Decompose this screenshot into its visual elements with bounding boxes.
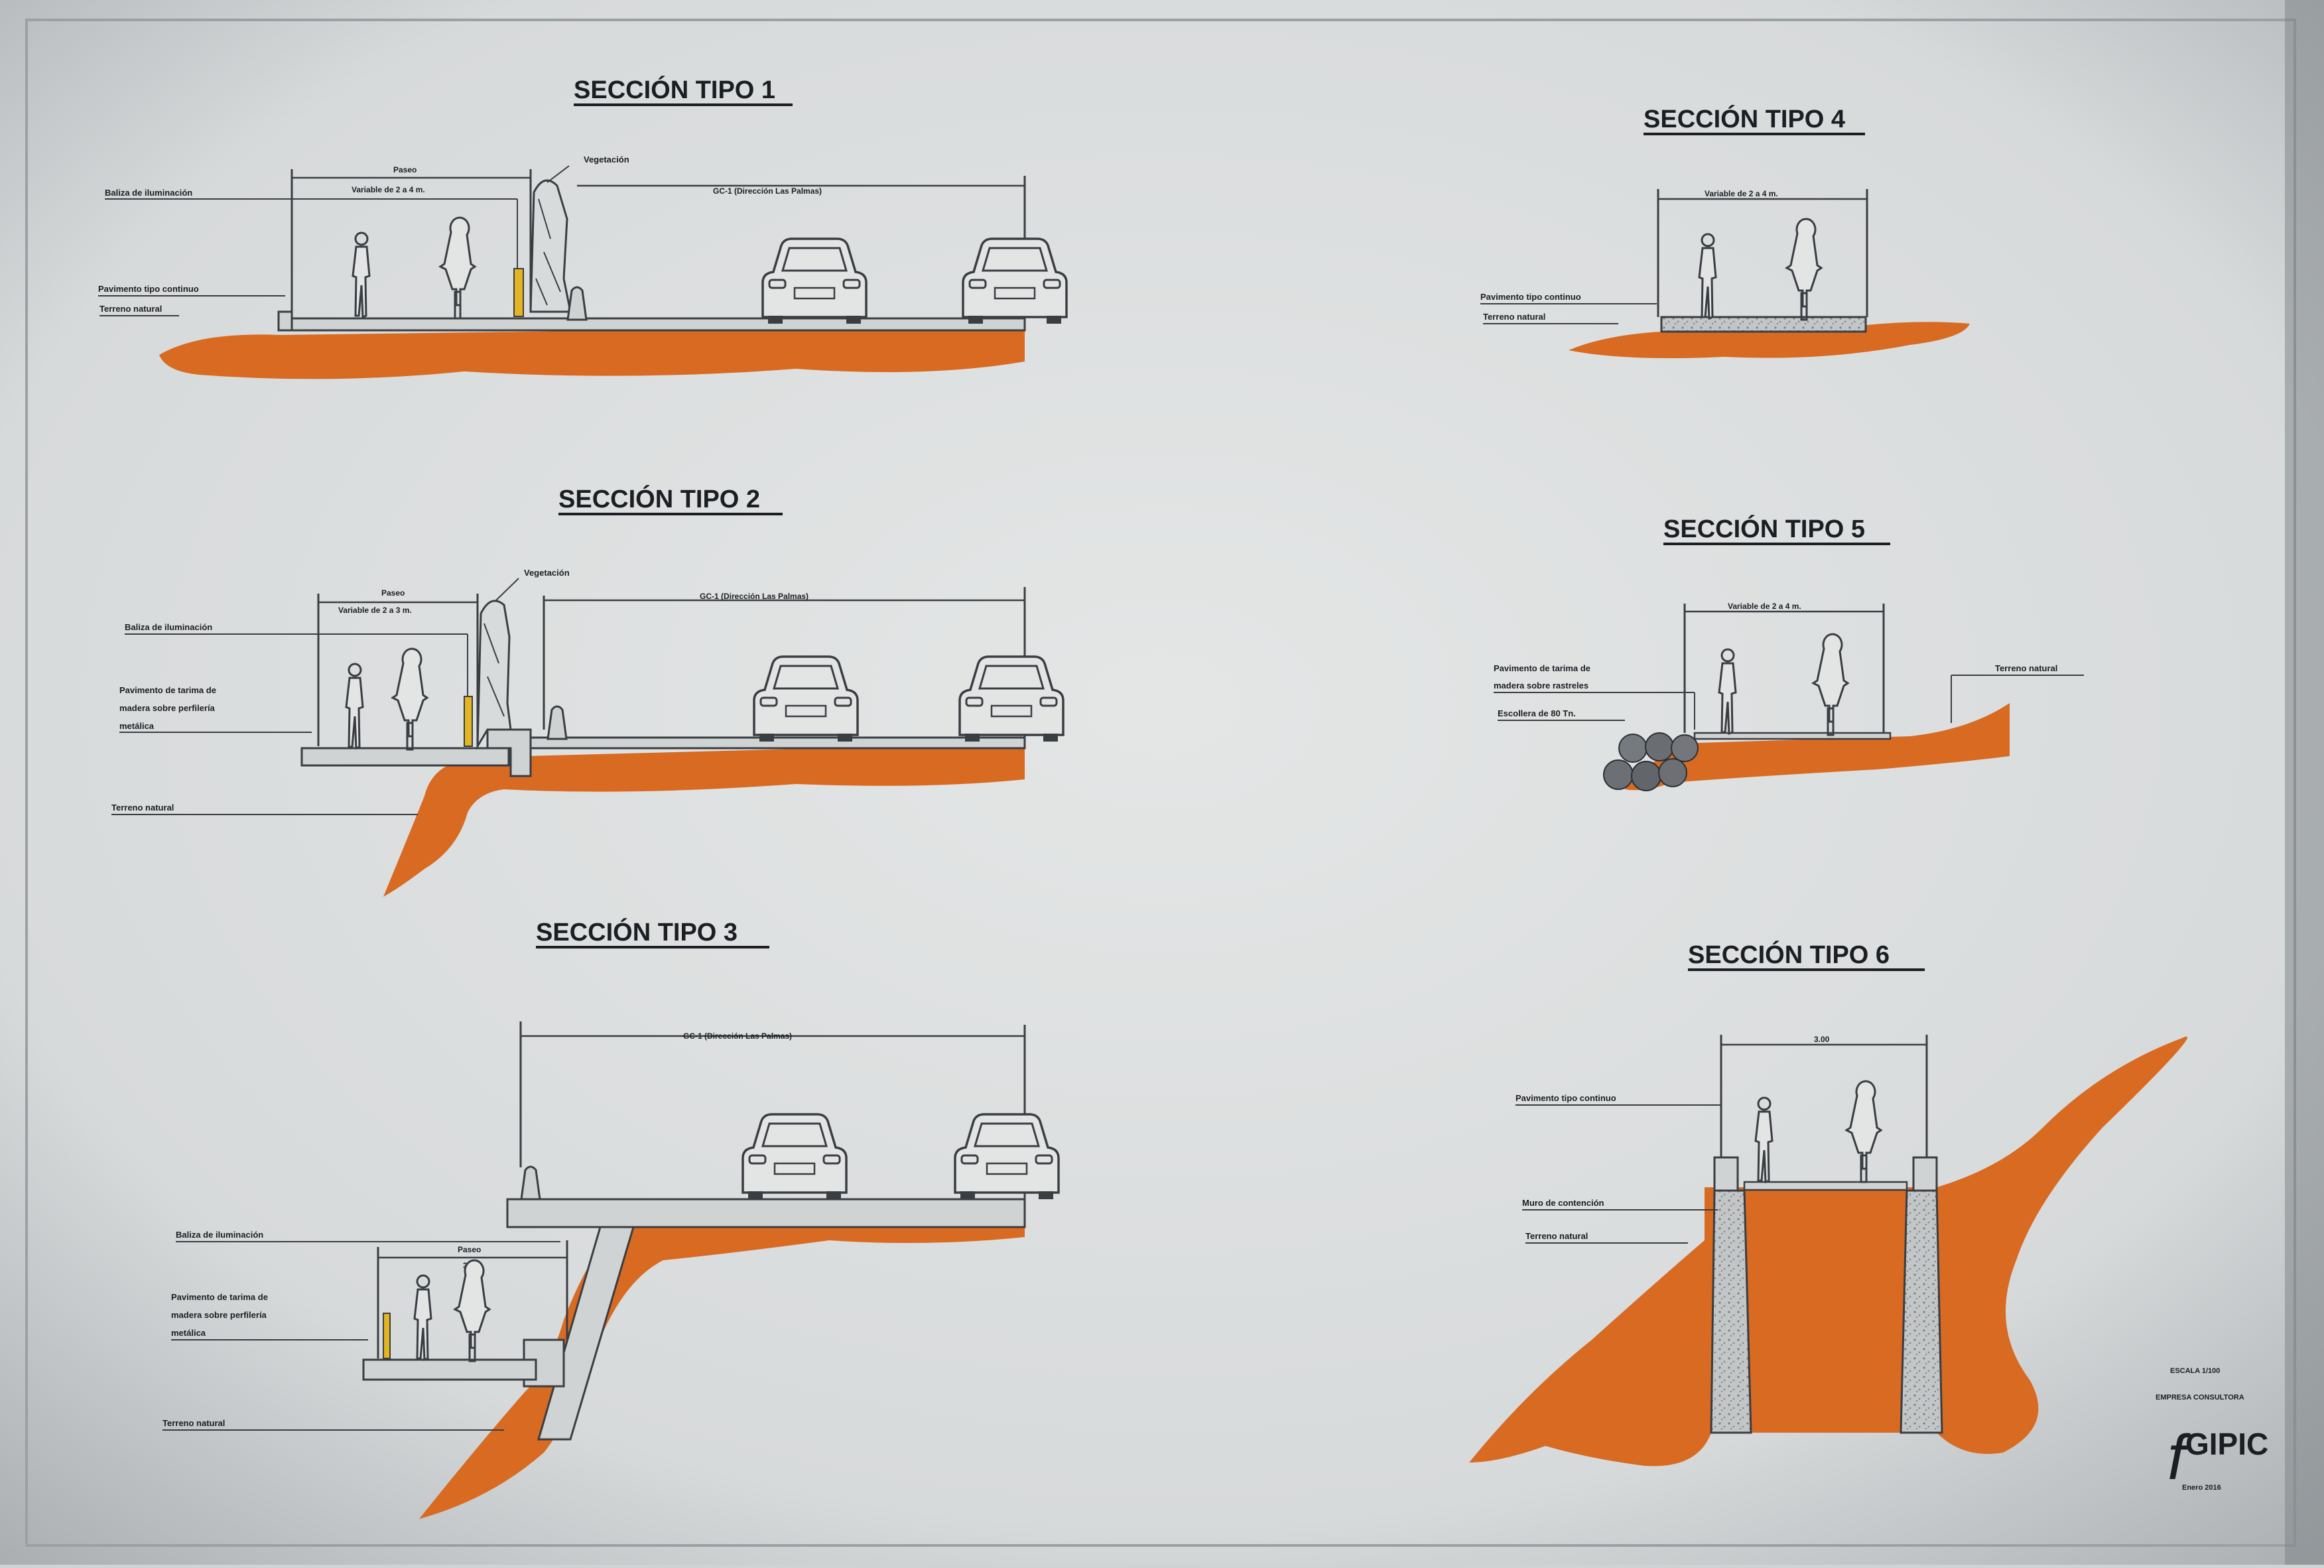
section-6-wall-label: Muro de contención [1522,1198,1604,1208]
section-1-ground-label: Terreno natural [99,304,162,314]
company-logo: GIPIC [2185,1427,2268,1461]
section-5-ground-label: Terreno natural [1995,663,2057,673]
section-1-ground [159,325,1025,379]
section-3-road-label: GC-1 (Dirección Las Palmas) [683,1031,792,1041]
section-6-ground-label: Terreno natural [1525,1231,1588,1241]
section-3-pavement-label-2: madera sobre perfilería [171,1310,267,1320]
section-1-pavement-slab [277,317,1026,332]
section-2-road-label: GC-1 (Dirección Las Palmas) [700,592,808,601]
section-2-vegetation-label: Vegetación [524,568,570,578]
scale-label: ESCALA 1/100 [2170,1367,2220,1375]
section-2-width-label: Variable de 2 a 3 m. [338,606,412,615]
section-3-road-slab [506,1198,1026,1228]
section-5-riprap-label: Escollera de 80 Tn. [1498,708,1576,718]
section-1-width-label: Variable de 2 a 4 m. [352,185,425,194]
section-2-deck [300,747,510,767]
section-2-lamp-label: Baliza de iluminación [125,622,212,632]
section-2-title: SECCIÓN TIPO 2 [558,484,760,513]
section-5-riprap [1603,732,1699,791]
section-5-pavement-label-1: Pavimento de tarima de [1494,663,1590,673]
section-2-road-slab [529,736,1026,750]
section-1-lamp-label: Baliza de iluminación [105,188,192,198]
section-4-pavement [1660,316,1867,333]
section-2-pavement-label-1: Pavimento de tarima de [119,685,216,695]
section-4-title: SECCIÓN TIPO 4 [1644,104,1845,133]
section-2-paseo-label: Paseo [381,588,405,598]
section-4-width-label: Variable de 2 a 4 m. [1705,189,1778,198]
section-2-ground-label: Terreno natural [111,803,174,813]
section-3-ground [419,1201,1025,1519]
section-5-width-label: Variable de 2 a 4 m. [1728,602,1801,611]
section-6-width-label: 3.00 [1814,1035,1830,1044]
section-2-vegetation [476,600,512,750]
section-6-pavement [1743,1181,1908,1191]
section-1-pavement-label: Pavimento tipo continuo [98,284,199,294]
section-5-title: SECCIÓN TIPO 5 [1663,514,1865,543]
section-6-title: SECCIÓN TIPO 6 [1688,940,1890,969]
section-4-pavement-label: Pavimento tipo continuo [1480,292,1581,302]
section-6-ground [1469,1036,2187,1467]
section-6-right-wall [1900,1189,1943,1434]
section-3-paseo-label: Paseo [458,1245,481,1254]
section-2-ground [383,743,1025,897]
sheet-edge-shadow [2285,0,2324,1565]
section-type-1: SECCIÓN TIPO 1 Paseo Variable de 2 a 4 m… [98,75,1068,379]
section-4-ground-label: Terreno natural [1483,312,1545,322]
section-2-retaining-curb [486,728,532,777]
section-type-2: SECCIÓN TIPO 2 Paseo Variable de 2 a 3 m… [111,484,1065,897]
section-1-vegetation-label: Vegetación [584,155,629,164]
section-2-pavement-label-3: metálica [119,721,155,731]
section-3-lamp-label: Baliza de iluminación [176,1230,263,1240]
section-1-road-label: GC-1 (Dirección Las Palmas) [713,186,822,196]
section-3-ground-label: Terreno natural [162,1418,225,1428]
section-1-paseo-label: Paseo [393,165,417,174]
section-5-pavement-label-2: madera sobre rastreles [1494,681,1588,690]
section-2-pavement-label-2: madera sobre perfilería [119,703,216,713]
section-6-left-wall [1710,1189,1752,1434]
company-label: EMPRESA CONSULTORA [2156,1394,2244,1402]
section-type-3: SECCIÓN TIPO 3 GC-1 (Dirección Las Palma… [162,917,1060,1519]
section-type-4: SECCIÓN TIPO 4 Variable de 2 a 4 m. Pavi… [1480,104,1970,359]
section-3-pavement-label-1: Pavimento de tarima de [171,1292,268,1302]
section-3-pavement-label-3: metálica [171,1328,206,1338]
date-label: Enero 2016 [2182,1484,2221,1492]
section-1-title: SECCIÓN TIPO 1 [574,75,775,104]
section-3-deck [362,1358,537,1381]
section-4-ground [1569,322,1970,359]
section-5-deck [1693,732,1892,740]
section-3-title: SECCIÓN TIPO 3 [536,917,738,947]
section-5-ground [1625,703,2010,791]
section-type-5: SECCIÓN TIPO 5 Variable de 2 a 4 m. Pavi… [1494,514,2084,791]
section-6-pavement-label: Pavimento tipo continuo [1516,1093,1616,1103]
section-type-6: SECCIÓN TIPO 6 3.00 Pavimento tipo conti… [1469,940,2187,1467]
